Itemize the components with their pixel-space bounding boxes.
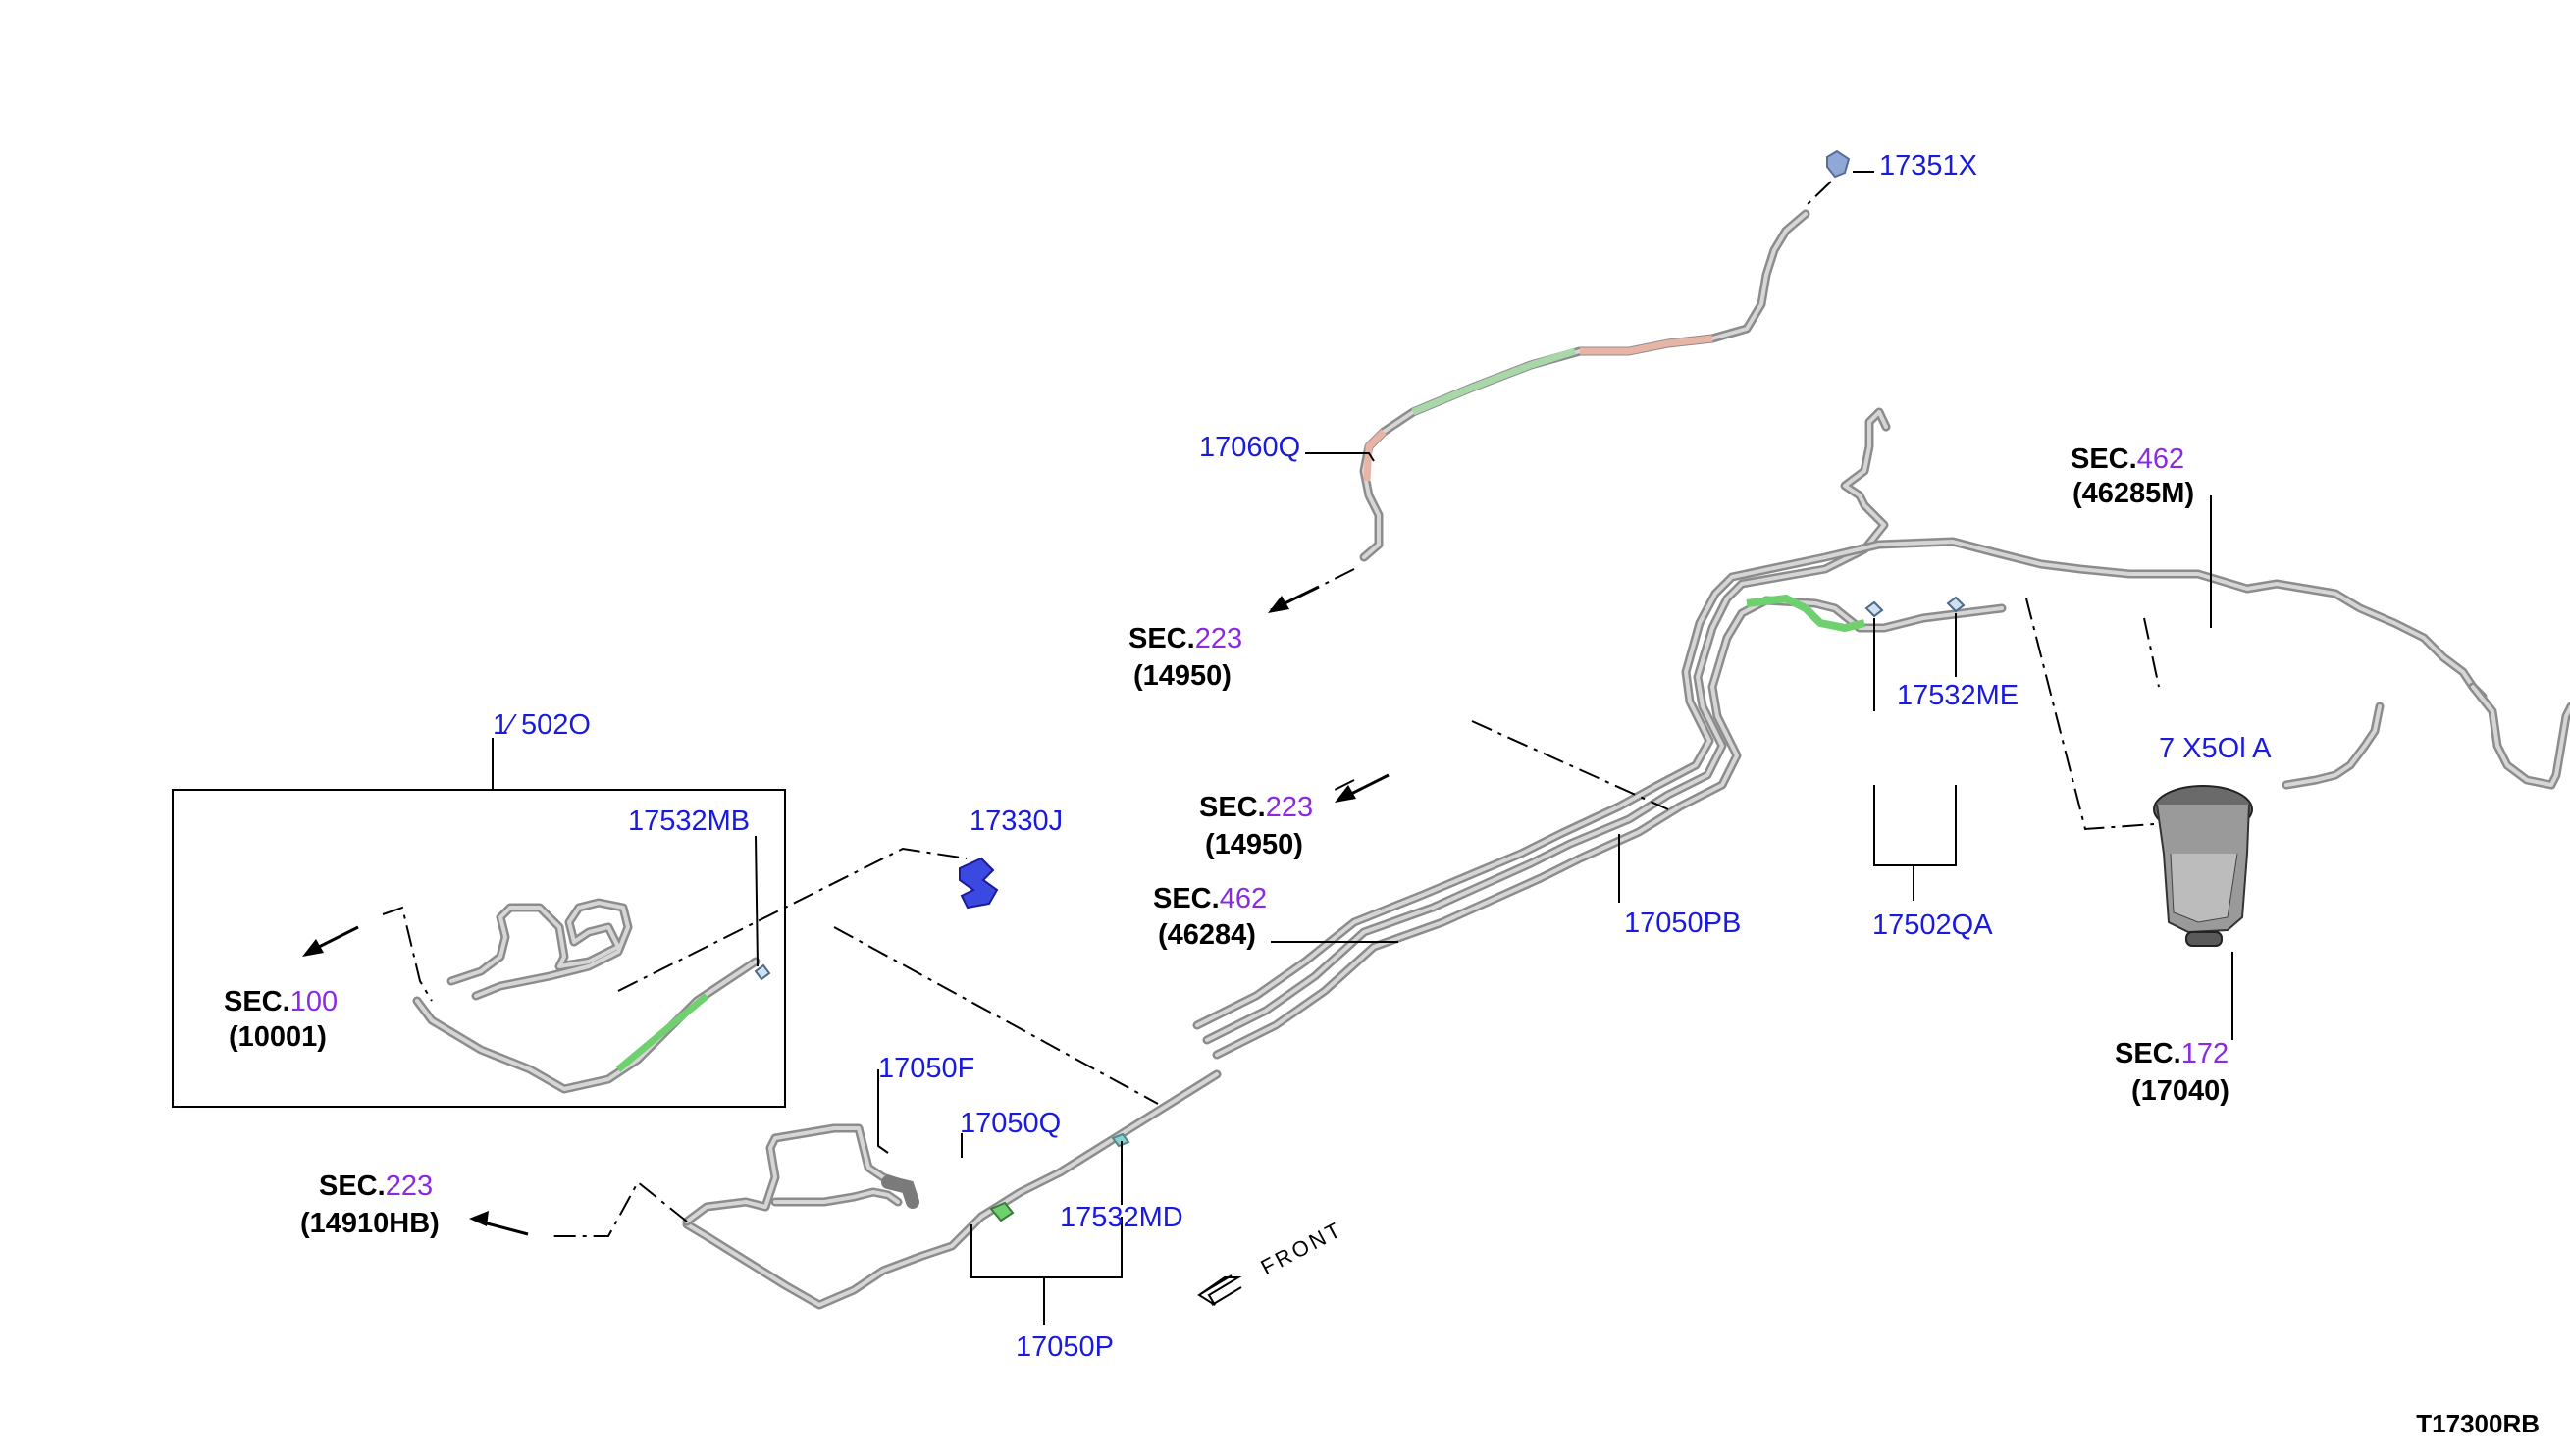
part-label-17532MB: 17532MB — [628, 806, 750, 837]
part-label-17532MD: 17532MD — [1060, 1202, 1183, 1233]
detail-frame-17502O — [172, 789, 786, 1108]
sec-number: 223 — [1266, 792, 1313, 823]
sec-number: 223 — [1195, 623, 1242, 654]
diagram-code: T17300RB — [2416, 1409, 2540, 1438]
clip-17532MD — [1111, 1132, 1130, 1148]
sec-number: 462 — [2137, 443, 2184, 475]
part-label-17050P: 17050P — [1016, 1331, 1114, 1363]
sec-ref: (46284) — [1158, 919, 1256, 951]
pink-hose-section — [1363, 429, 1387, 482]
clip-17532ME-b — [1946, 596, 1966, 613]
clip-17532MB — [754, 963, 771, 981]
sec-ref: (46285M) — [2072, 478, 2194, 509]
section-ref-462-mid: SEC.462 (46284) — [1153, 883, 1267, 951]
part-label-17050F: 17050F — [878, 1053, 974, 1084]
part-label-17330J: 17330J — [970, 806, 1063, 837]
connector-17351X — [1826, 149, 1851, 179]
section-ref-462-right: SEC.462 (46285M) — [2071, 443, 2194, 509]
part-label-17351X: 17351X — [1879, 150, 1977, 182]
svg-text:SEC.172: SEC.172 — [2115, 1038, 2229, 1069]
sec-prefix: SEC. — [1128, 623, 1195, 654]
sec-ref: (14910HB) — [300, 1208, 440, 1239]
front-indicator: FRONT — [1197, 1217, 1347, 1306]
svg-text:SEC.462: SEC.462 — [1153, 883, 1267, 914]
section-ref-223-top: SEC.223 (14950) — [1128, 623, 1242, 692]
arrows — [302, 585, 1390, 1236]
section-ref-223-low: SEC.223 (14910HB) — [300, 1170, 440, 1239]
part-labels: 17351X 17060Q 1⁄ 502O 17532MB 17330J 170… — [493, 150, 2272, 1363]
sec-number: 100 — [290, 986, 338, 1017]
sec-prefix: SEC. — [319, 1170, 386, 1202]
svg-text:SEC.223: SEC.223 — [319, 1170, 433, 1202]
section-ref-172: SEC.172 (17040) — [2115, 1038, 2229, 1107]
svg-text:SEC.100: SEC.100 — [224, 986, 338, 1017]
tube-17050P — [682, 1069, 1222, 1310]
front-label: FRONT — [1257, 1217, 1347, 1280]
sec-number: 172 — [2181, 1038, 2229, 1069]
tube-17060Q — [1359, 209, 1810, 562]
sec-ref: (14950) — [1205, 829, 1303, 860]
part-label-17050Q: 17050Q — [960, 1108, 1061, 1139]
green-hose-section — [1411, 347, 1577, 416]
part-label-17532ME: 17532ME — [1897, 680, 2019, 711]
section-ref-100: SEC.100 (10001) — [224, 986, 338, 1053]
svg-text:SEC.223: SEC.223 — [1128, 623, 1242, 654]
part-label-17060Q: 17060Q — [1199, 432, 1300, 463]
part-label-17502QA: 17502QA — [1872, 910, 1993, 941]
green-hose-17532MB — [615, 993, 709, 1072]
tube-17502O — [412, 898, 761, 1094]
svg-text:SEC.462: SEC.462 — [2071, 443, 2184, 475]
sec-prefix: SEC. — [1153, 883, 1220, 914]
pink-hose-section-2 — [1580, 335, 1713, 355]
sec-ref: (10001) — [229, 1021, 327, 1053]
green-hose-17532ME — [1746, 594, 1865, 633]
leader-lines — [172, 171, 2233, 1325]
sec-ref: (17040) — [2131, 1075, 2229, 1107]
sec-prefix: SEC. — [2071, 443, 2137, 475]
sec-prefix: SEC. — [1199, 792, 1266, 823]
hose-end-17050Q — [881, 1175, 919, 1209]
section-ref-223-mid: SEC.223 (14950) — [1199, 792, 1313, 860]
sec-prefix: SEC. — [224, 986, 290, 1017]
sec-prefix: SEC. — [2115, 1038, 2181, 1069]
part-label-17502O: 1⁄ 502O — [493, 709, 591, 741]
sec-number: 223 — [386, 1170, 433, 1202]
clamp-17330J — [959, 857, 999, 910]
fuel-pump-module — [2153, 785, 2253, 947]
green-clip-17050P — [989, 1201, 1015, 1222]
clip-17532ME-a — [1864, 600, 1884, 618]
sec-ref: (14950) — [1133, 660, 1232, 692]
svg-text:SEC.223: SEC.223 — [1199, 792, 1313, 823]
part-label-1750-A: 7 Χ5Ol A — [2159, 733, 2272, 764]
tube-bundle-17050PB — [1192, 407, 2570, 1060]
sec-number: 462 — [1220, 883, 1267, 914]
part-label-17050PB: 17050PB — [1624, 908, 1741, 939]
